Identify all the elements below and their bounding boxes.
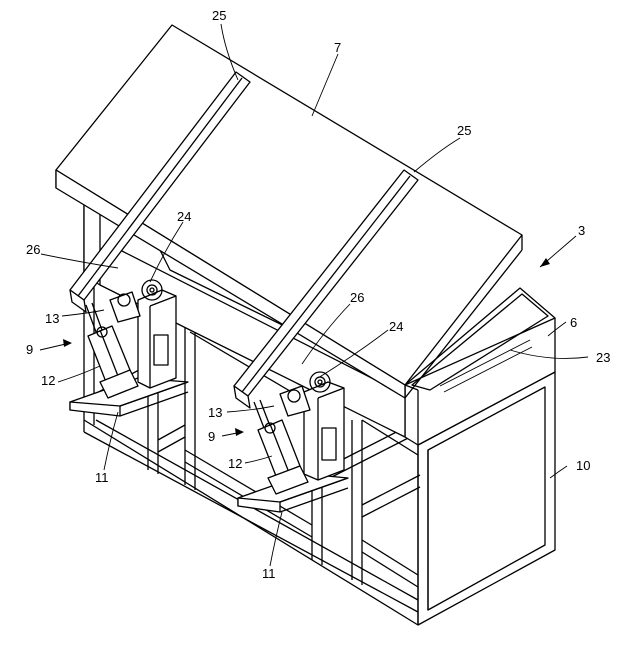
label-11-right: 11 <box>262 566 276 581</box>
label-10: 10 <box>576 458 590 473</box>
label-3: 3 <box>578 223 585 238</box>
label-13-left: 13 <box>45 311 59 326</box>
label-25-right: 25 <box>457 123 471 138</box>
label-24-left: 24 <box>177 209 191 224</box>
label-12-right: 12 <box>228 456 242 471</box>
label-9-right: 9 <box>208 429 215 444</box>
label-6: 6 <box>570 315 577 330</box>
label-9-left: 9 <box>26 342 33 357</box>
label-12-left: 12 <box>41 373 55 388</box>
label-13-right: 13 <box>208 405 222 420</box>
label-25-top: 25 <box>212 8 226 23</box>
label-23: 23 <box>596 350 610 365</box>
label-26-right: 26 <box>350 290 364 305</box>
label-26-left: 26 <box>26 242 40 257</box>
label-11-left: 11 <box>95 470 109 485</box>
label-7: 7 <box>334 40 341 55</box>
actuator-assembly-left <box>70 280 188 416</box>
label-24-right: 24 <box>389 319 403 334</box>
